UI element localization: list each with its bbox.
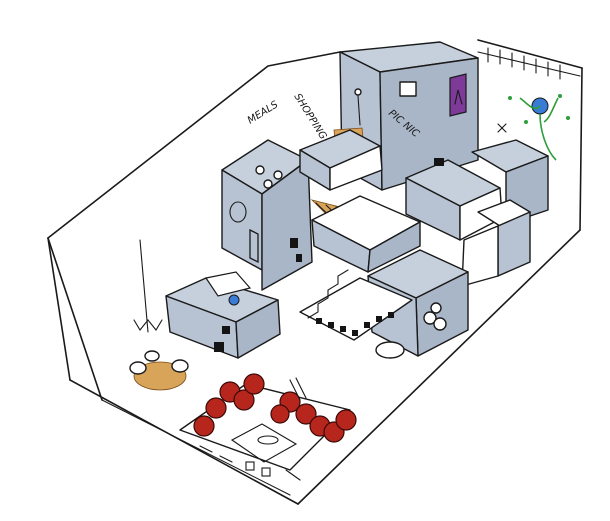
meals-annotation: MEALS [246, 99, 281, 127]
small-house-sign [399, 81, 417, 97]
wall-plants [497, 94, 570, 161]
outer-envelope [47, 39, 583, 505]
staircase [299, 269, 413, 341]
tower-block [339, 41, 479, 191]
round-table [129, 239, 189, 391]
shopping-annotation: SHOPPING [291, 92, 328, 142]
counter-block [165, 271, 281, 359]
right-blocks [405, 139, 549, 287]
middle-platform [299, 129, 421, 273]
purple-panel [449, 73, 467, 117]
red-lounge [179, 373, 357, 471]
meals-block [221, 139, 313, 291]
floor-details [199, 445, 301, 481]
